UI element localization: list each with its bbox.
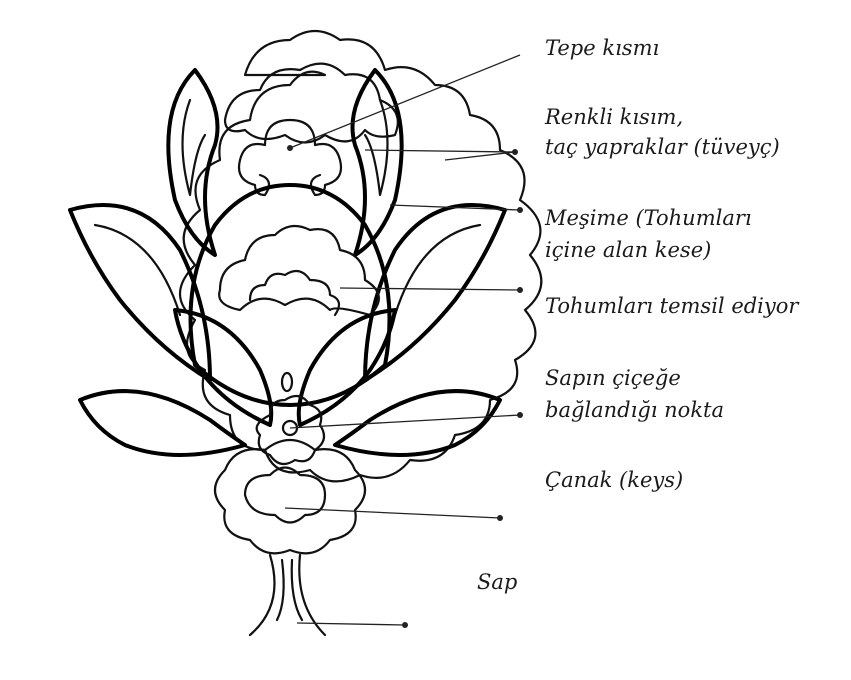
label-sap: Sap <box>477 569 517 595</box>
small-bud <box>282 373 292 391</box>
label-mesime-line2: içine alan kese) <box>545 237 711 263</box>
label-sapin-line1: Sapın çiçeğe <box>545 365 681 391</box>
lower-right-leaf <box>335 391 500 455</box>
leader-sap-dot <box>402 622 408 628</box>
leader-tepe-dot <box>287 145 293 151</box>
stem-left <box>250 555 275 635</box>
seeds-small <box>250 271 339 315</box>
label-renkli-line1: Renkli kısım, <box>545 104 683 130</box>
leader-tohumlar <box>340 288 520 290</box>
right-petal-inner <box>365 100 388 195</box>
mesime-sac <box>191 185 390 405</box>
leader-sap <box>297 623 405 625</box>
leader-tohumlar-dot <box>517 287 523 293</box>
stem-center-l <box>277 560 284 620</box>
label-sapin-line2: bağlandığı nokta <box>545 397 724 423</box>
leader-mesime-dot <box>517 207 523 213</box>
leader-renkli-b <box>445 152 515 160</box>
canak-inner <box>245 468 325 523</box>
leader-canak-dot <box>497 515 503 521</box>
left-leaf-inner <box>95 225 180 315</box>
label-tohumlar: Tohumları temsil ediyor <box>545 293 798 319</box>
right-leaf-inner <box>395 225 480 315</box>
canak <box>215 440 365 553</box>
right-petal <box>353 70 402 255</box>
leader-tepe <box>290 55 520 148</box>
left-petal <box>168 70 217 255</box>
label-tepe: Tepe kısmı <box>545 35 659 61</box>
leader-renkli-dot <box>512 149 518 155</box>
label-canak: Çanak (keys) <box>545 467 683 493</box>
left-petal-inner <box>183 100 206 195</box>
label-mesime-line1: Meşime (Tohumları <box>545 205 752 231</box>
lower-left-leaf <box>80 391 245 455</box>
label-renkli-line2: taç yapraklar (tüveyç) <box>545 134 780 160</box>
leader-sapin-dot <box>517 412 523 418</box>
